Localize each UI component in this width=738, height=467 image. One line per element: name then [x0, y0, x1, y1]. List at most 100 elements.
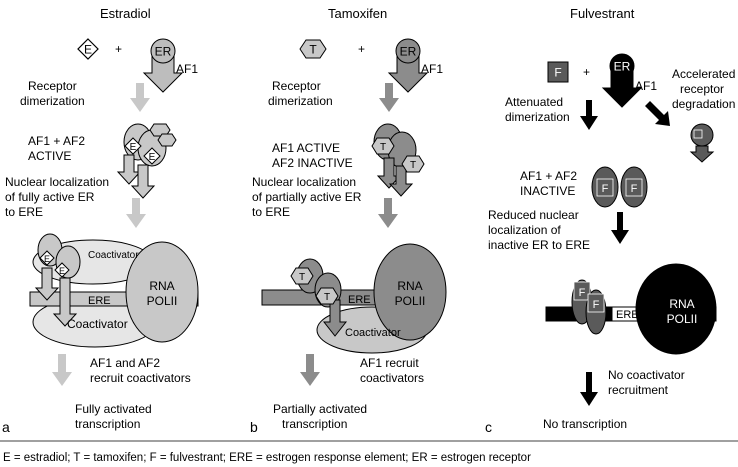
fulvestrant-reduced-label-1: Reduced nuclear	[488, 208, 579, 222]
fulvestrant-inactive-label-2: INACTIVE	[520, 184, 575, 198]
svg-text:ER: ER	[614, 60, 631, 74]
svg-text:E: E	[44, 254, 50, 264]
fulvestrant-arrow-3	[580, 372, 598, 406]
estradiol-complex-icon: E E Coactivator Coactivator ERE RNA POLI…	[29, 233, 199, 348]
panel-fulvestrant: Fulvestrant F + ER AF1 Accelerated recep…	[485, 6, 735, 435]
svg-text:Coactivator: Coactivator	[67, 317, 128, 331]
svg-text:T: T	[309, 43, 317, 57]
fulvestrant-nocoact-label-2: recruitment	[608, 383, 669, 397]
svg-text:T: T	[410, 160, 416, 171]
fulvestrant-atten-label-1: Attenuated	[505, 95, 563, 109]
svg-text:T: T	[380, 142, 386, 153]
fulvestrant-inactive-label-1: AF1 + AF2	[520, 169, 577, 183]
svg-text:E: E	[84, 43, 92, 57]
estradiol-recruit-label-1: AF1 and AF2	[90, 356, 160, 370]
fulvestrant-arrow-degrade	[645, 101, 670, 126]
svg-text:E: E	[130, 142, 137, 153]
tamoxifen-ligand-icon: T	[299, 39, 327, 59]
tamoxifen-active-label-1: AF1 ACTIVE	[272, 141, 340, 155]
fulvestrant-complex-icon: ERE RNA POLII F F	[545, 263, 717, 355]
svg-text:RNA: RNA	[149, 279, 174, 293]
fulvestrant-title: Fulvestrant	[570, 6, 635, 21]
estradiol-title: Estradiol	[100, 6, 151, 21]
estradiol-result-label-1: Fully activated	[75, 402, 152, 416]
tamoxifen-dimer-label-1: Receptor	[272, 79, 321, 93]
tamoxifen-arrow-3	[300, 354, 320, 386]
estradiol-active-label-1: AF1 + AF2	[28, 134, 85, 148]
estradiol-dimer-icon: E E	[116, 123, 177, 199]
panel-estradiol: Estradiol E + ER AF1 Receptor dimerizati…	[2, 6, 199, 435]
tamoxifen-dimer-label-2: dimerization	[268, 94, 333, 108]
fulvestrant-atten-label-2: dimerization	[505, 110, 570, 124]
svg-text:T: T	[299, 272, 305, 283]
fulvestrant-accel-label-3: degradation	[672, 97, 735, 111]
af1-label: AF1	[635, 79, 657, 93]
legend-text: E = estradiol; T = tamoxifen; F = fulves…	[3, 452, 531, 464]
svg-text:POLII: POLII	[667, 312, 698, 326]
fulvestrant-monomer-pair-icon: F F	[591, 166, 648, 208]
svg-text:E: E	[149, 152, 156, 163]
tamoxifen-active-label-2: AF2 INACTIVE	[272, 156, 353, 170]
fulvestrant-nocoact-label-1: No coactivator	[608, 368, 685, 382]
plus-sign: +	[115, 42, 122, 56]
plus-sign: +	[358, 42, 365, 56]
estradiol-nuc-label-2: of fully active ER	[5, 190, 95, 204]
svg-text:RNA: RNA	[669, 297, 694, 311]
fulvestrant-accel-label-2: receptor	[680, 82, 724, 96]
svg-text:F: F	[602, 183, 609, 195]
estradiol-active-label-2: ACTIVE	[28, 149, 71, 163]
fulvestrant-reduced-label-3: inactive ER to ERE	[488, 238, 590, 252]
svg-text:E: E	[59, 266, 65, 276]
tamoxifen-nuc-label-3: to ERE	[252, 205, 290, 219]
tamoxifen-title: Tamoxifen	[328, 6, 387, 21]
svg-text:Coactivator: Coactivator	[345, 327, 401, 339]
panel-tamoxifen: Tamoxifen T + ER AF1 Receptor dimerizati…	[250, 6, 447, 435]
tamoxifen-nuc-label-1: Nuclear localization	[252, 175, 356, 189]
estradiol-arrow-2	[126, 198, 146, 228]
fulvestrant-result-label: No transcription	[543, 417, 627, 431]
fulvestrant-arrow-2	[611, 212, 629, 244]
tamoxifen-arrow-2	[378, 198, 398, 228]
estradiol-nuc-label-3: to ERE	[5, 205, 43, 219]
svg-text:F: F	[593, 299, 600, 311]
estradiol-arrow-1	[130, 83, 150, 112]
svg-text:ER: ER	[155, 45, 172, 59]
svg-text:T: T	[324, 292, 330, 303]
fulvestrant-receptor-icon: ER	[601, 53, 643, 108]
tamoxifen-complex-icon: T T ERE Coactivator RNA POLII	[261, 243, 447, 354]
fulvestrant-reduced-label-2: localization of	[488, 223, 561, 237]
panel-letter-c: c	[485, 419, 492, 435]
svg-text:POLII: POLII	[395, 294, 426, 308]
tamoxifen-result-label-2: transcription	[282, 417, 347, 431]
fulvestrant-ligand-icon: F	[547, 61, 569, 83]
fulvestrant-arrow-1	[580, 100, 598, 130]
panel-letter-a: a	[2, 419, 10, 435]
svg-text:POLII: POLII	[147, 294, 178, 308]
svg-text:F: F	[579, 287, 586, 299]
estradiol-dimer-label-1: Receptor	[28, 79, 77, 93]
tamoxifen-nuc-label-2: of partially active ER	[252, 190, 362, 204]
af1-label: AF1	[176, 62, 198, 76]
estradiol-arrow-3	[52, 354, 72, 386]
panel-letter-b: b	[250, 419, 258, 435]
estradiol-receptor-icon: ER	[142, 38, 184, 93]
tamoxifen-recruit-label-2: coactivators	[360, 371, 424, 385]
svg-text:ERE: ERE	[616, 309, 639, 321]
estradiol-result-label-2: transcription	[75, 417, 140, 431]
tamoxifen-result-label-1: Partially activated	[273, 402, 367, 416]
estradiol-ligand-icon: E	[77, 38, 99, 60]
estradiol-dimer-label-2: dimerization	[20, 94, 85, 108]
plus-sign: +	[583, 65, 590, 79]
tamoxifen-recruit-label-1: AF1 recruit	[360, 356, 419, 370]
svg-text:ERE: ERE	[88, 295, 111, 307]
svg-text:F: F	[554, 66, 561, 80]
estradiol-recruit-label-2: recruit coactivators	[90, 371, 191, 385]
fulvestrant-accel-label-1: Accelerated	[672, 67, 735, 81]
estradiol-nuc-label-1: Nuclear localization	[5, 175, 109, 189]
svg-text:Coactivator: Coactivator	[88, 250, 139, 261]
svg-text:ERE: ERE	[348, 294, 371, 306]
tamoxifen-dimer-icon: T T	[371, 123, 425, 197]
svg-text:RNA: RNA	[397, 279, 422, 293]
af1-label: AF1	[421, 62, 443, 76]
